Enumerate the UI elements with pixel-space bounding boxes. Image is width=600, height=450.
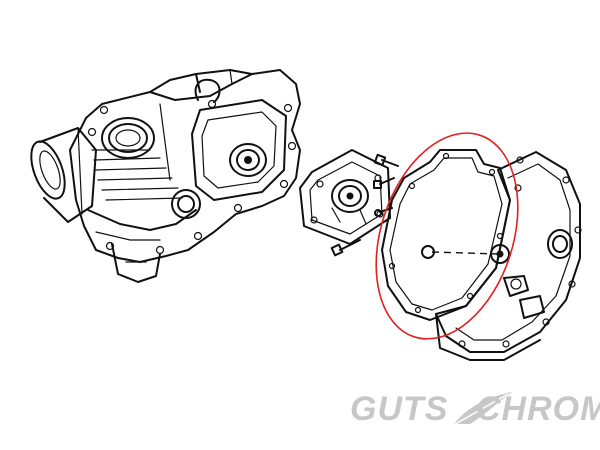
watermark-chrome: CHROME (476, 390, 600, 428)
bolt-bottom (330, 239, 361, 257)
watermark-guts: GUTS (350, 390, 448, 428)
fasteners (330, 153, 399, 257)
bearing-housing (171, 189, 201, 219)
shaft-hole (490, 244, 510, 264)
clutch-boss (229, 143, 267, 177)
cylinder-bore (101, 117, 155, 159)
bolt-top (373, 153, 399, 167)
gasket (381, 149, 511, 321)
case-bolts (87, 99, 297, 255)
watermark-logo: GUTS CHROME (350, 390, 600, 428)
alignment-line (431, 251, 499, 255)
engine-crankcase (30, 69, 301, 283)
gasket-highlight-circle (375, 132, 519, 340)
clutch-inspection-port (547, 229, 573, 259)
bolt-mid (373, 177, 395, 189)
air-cleaner (30, 127, 97, 223)
feather-icon (451, 392, 512, 427)
transmission-door-plate (299, 149, 391, 245)
